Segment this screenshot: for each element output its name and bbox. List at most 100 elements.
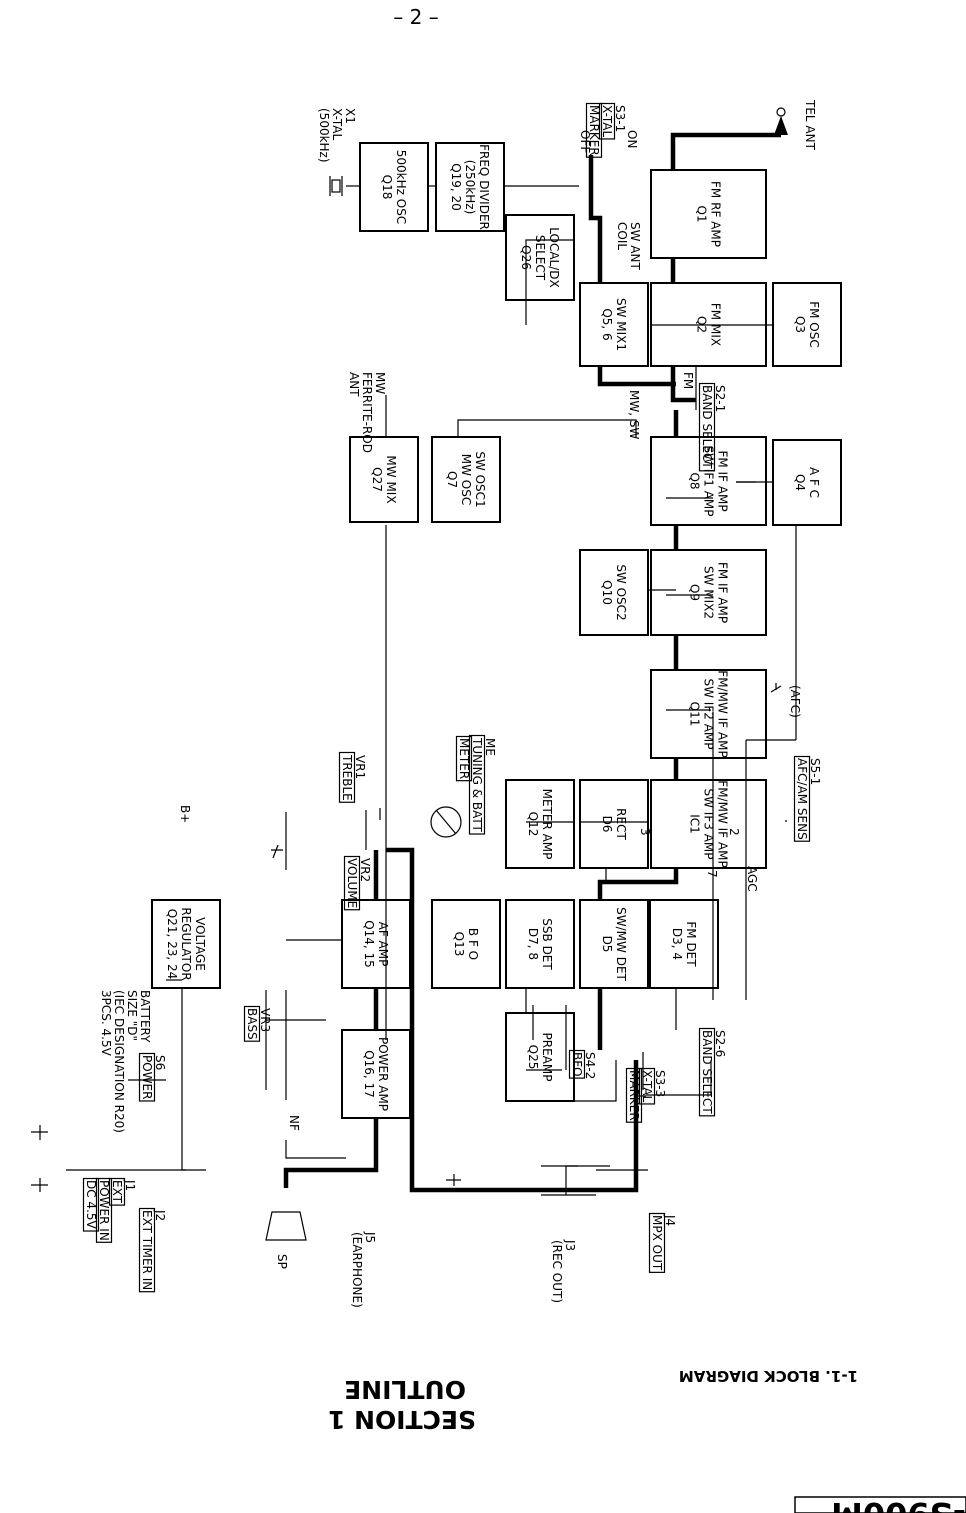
block-text: AF AMP xyxy=(376,922,390,967)
x1-label: X1X-TAL(500kHz) xyxy=(317,108,357,163)
block-text: SW OSC1 xyxy=(473,451,487,507)
block-text: A F C xyxy=(807,467,821,498)
j3-label: J3(REC OUT) xyxy=(550,1239,577,1303)
label-box xyxy=(455,735,473,782)
block-text: D3, 4 xyxy=(670,928,684,960)
label-box xyxy=(698,382,716,472)
block-text: MW MIX xyxy=(384,455,398,503)
block-text: Q21, 23, 24 xyxy=(165,909,179,980)
block-text: D7, 8 xyxy=(526,928,540,960)
pin-7-label: 7 xyxy=(705,870,719,878)
afc-switch-label: (AFC) xyxy=(788,685,802,718)
block-text: FM/MW IF AMP xyxy=(716,780,730,867)
label-box xyxy=(95,1177,113,1243)
block-text: SW MIX1 xyxy=(614,298,628,351)
block-text: D6 xyxy=(600,816,614,833)
label-line: DC 4.5V xyxy=(84,1180,98,1230)
block-diagram-heading: 1-1. BLOCK DIAGRAM xyxy=(679,1367,858,1385)
block-text: Q10 xyxy=(600,580,614,605)
label-line: SW ANT xyxy=(628,222,642,270)
block-text: 500kHz OSC xyxy=(394,150,408,224)
label-line: BFO xyxy=(570,1052,584,1077)
sp-label: SP xyxy=(275,1254,289,1269)
label-line: COIL xyxy=(615,222,629,250)
block-text: IC1 xyxy=(688,814,702,834)
block-text: MW OSC xyxy=(459,454,473,505)
block-text: FM OSC xyxy=(807,301,821,348)
crystal-symbol xyxy=(329,176,343,196)
nf-label: NF xyxy=(287,1115,301,1131)
label-line: S5-1 xyxy=(808,758,822,785)
off-label: OFF xyxy=(578,130,592,153)
label-line: FERRITE-ROD xyxy=(360,372,374,453)
tel-ant-label: TEL ANT xyxy=(803,99,817,151)
wires xyxy=(66,185,797,1196)
block-text: POWER AMP xyxy=(376,1037,390,1111)
agc-label: AGC xyxy=(745,866,759,892)
block-text: SW MIX2 xyxy=(702,566,716,619)
label-line: S6 xyxy=(153,1055,167,1070)
label-box xyxy=(585,102,603,158)
label-box xyxy=(243,1005,261,1042)
block-text: FREQ DIVIDER xyxy=(477,144,491,230)
model-number: -S900M xyxy=(831,1495,966,1513)
block-text: Q18 xyxy=(380,175,394,200)
label-line: POWER xyxy=(140,1055,154,1099)
mw-sw-label: MW, SW xyxy=(627,390,641,439)
label-line: EXT xyxy=(110,1180,124,1204)
label-line: J5 xyxy=(363,1231,377,1243)
block-text: FM DET xyxy=(684,921,698,967)
pin-2-label: 2 xyxy=(727,828,741,836)
block-text: Q14, 15 xyxy=(362,920,376,968)
model-box-edge xyxy=(794,1496,966,1513)
labels: TEL ANT 2 3 7 FM MW, SW AGC NF B+ SP ON … xyxy=(82,99,822,1308)
label-line: S4-2 xyxy=(583,1052,597,1079)
block-text: Q16, 17 xyxy=(362,1050,376,1098)
label-box xyxy=(625,1067,643,1123)
block-text: SW OSC2 xyxy=(614,564,628,620)
block-text: Q9 xyxy=(688,584,702,601)
block-text: SELECT xyxy=(533,235,547,281)
block-text: RECT xyxy=(614,808,628,840)
label-line: POWER IN xyxy=(97,1180,111,1241)
label-line: BAND SELECT xyxy=(700,385,714,469)
page-heading: 1-1. BLOCK DIAGRAM SECTION 1 OUTLINE -S9… xyxy=(328,1367,966,1513)
fm-label: FM xyxy=(681,372,695,389)
afc-block: A F CQ4 xyxy=(772,439,842,526)
block-text: FM IF AMP xyxy=(716,450,730,511)
block-text: SW IF2 AMP xyxy=(702,679,716,750)
label-line: MARKER xyxy=(587,105,601,156)
label-line: EXT TIMER IN xyxy=(140,1210,154,1290)
label-box xyxy=(82,1177,100,1232)
label-line: S3-3 xyxy=(653,1070,667,1097)
block-text: Q11 xyxy=(688,702,702,727)
label-line: (500kHz) xyxy=(317,108,331,163)
label-line: S2-1 xyxy=(713,385,727,412)
label-line: S3-1 xyxy=(613,105,627,132)
block-text: Q3 xyxy=(793,316,807,333)
label-line: MARKER xyxy=(627,1070,641,1121)
page-number: – 2 – xyxy=(393,5,438,29)
antenna-symbol xyxy=(774,107,788,135)
freq-divider-block: FREQ DIVIDER(250kHz)Q19, 20 xyxy=(435,142,505,232)
